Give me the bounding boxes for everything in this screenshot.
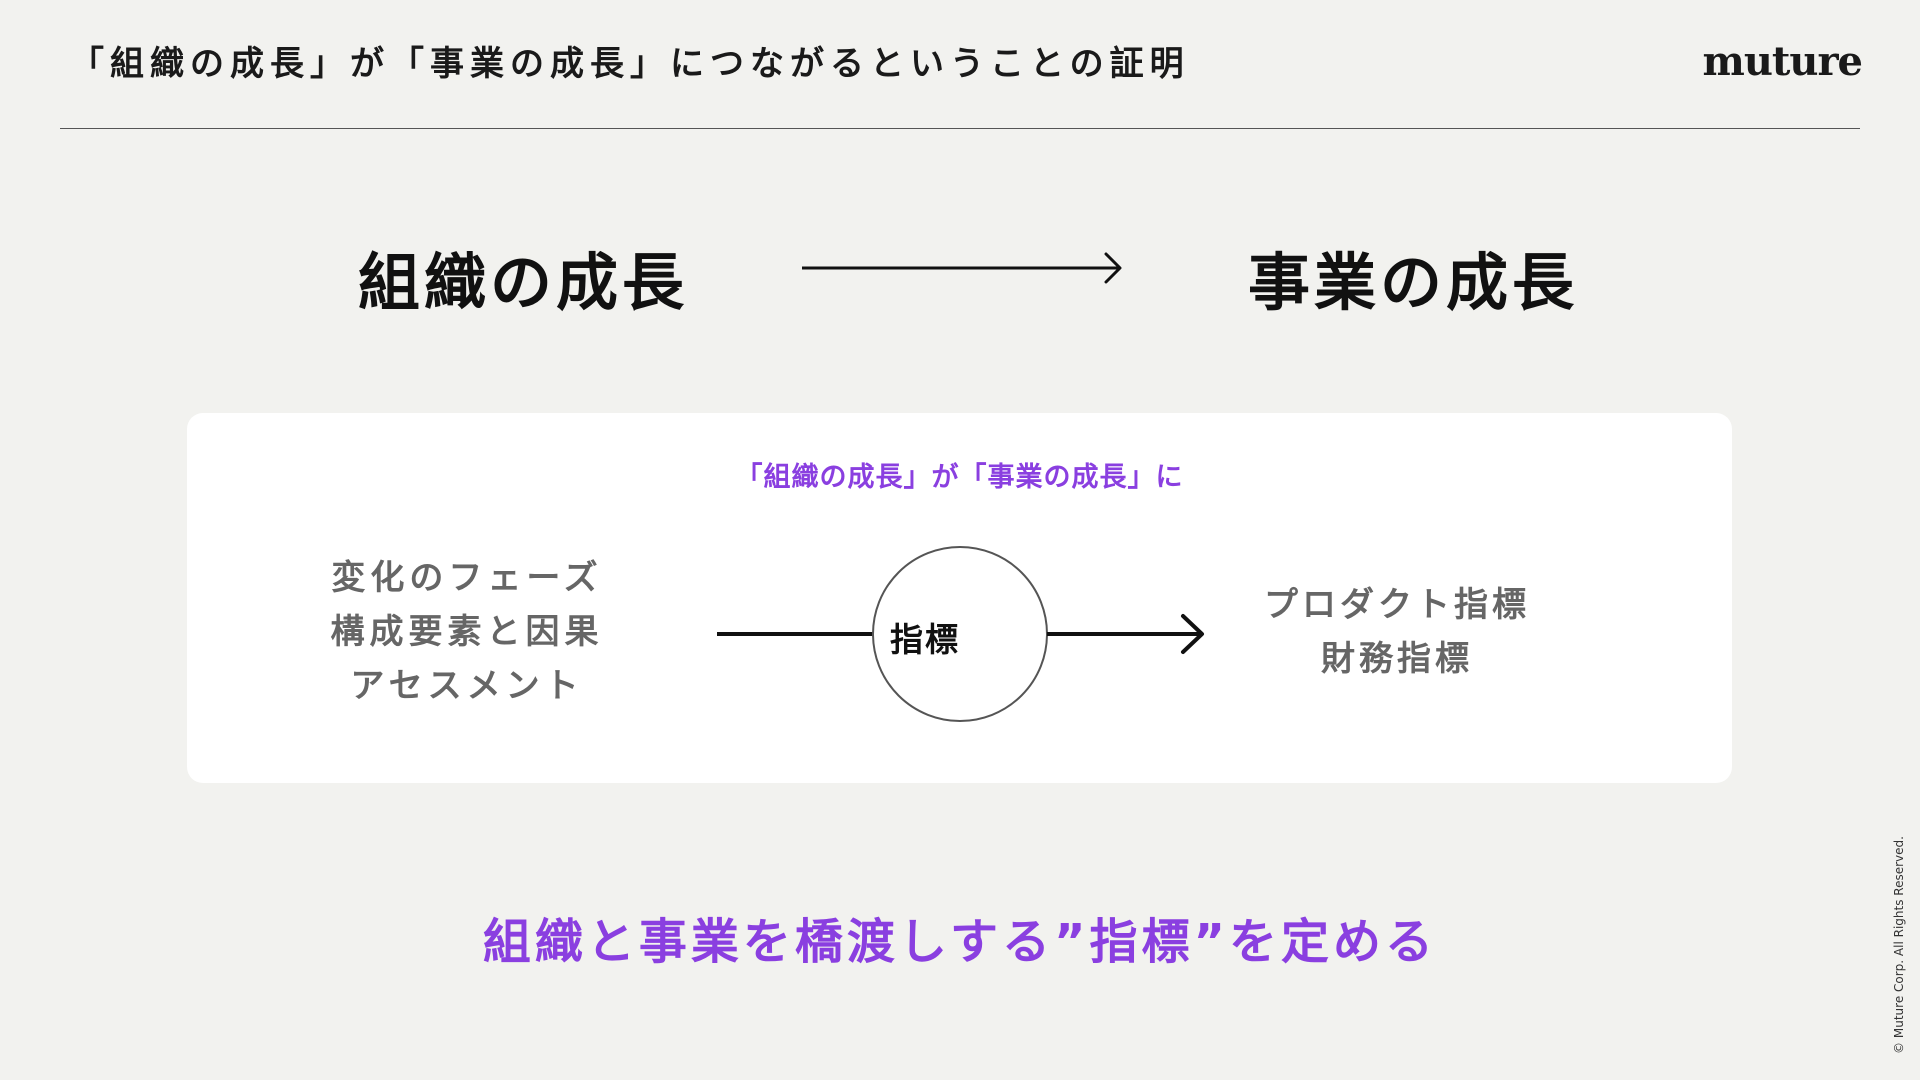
card-caption: 「組織の成長」が「事業の成長」に bbox=[735, 462, 1184, 493]
list-item: 変化のフェーズ bbox=[331, 558, 603, 598]
right-arrow-icon bbox=[802, 252, 1122, 284]
header-divider bbox=[60, 128, 1860, 129]
list-item: 財務指標 bbox=[1321, 639, 1473, 679]
arrow-head-icon bbox=[1181, 614, 1204, 654]
indicator-label: 指標 bbox=[890, 620, 960, 659]
list-item: 構成要素と因果 bbox=[330, 612, 604, 652]
business-growth-heading: 事業の成長 bbox=[1248, 246, 1579, 319]
business-metrics-list: プロダクト指標 財務指標 bbox=[1247, 578, 1547, 686]
page-title: 「組織の成長」が「事業の成長」につながるということの証明 bbox=[70, 44, 1190, 84]
tagline: 組織と事業を橋渡しする”指標”を定める bbox=[482, 914, 1438, 970]
organization-growth-heading: 組織の成長 bbox=[358, 246, 689, 319]
list-item: アセスメント bbox=[350, 666, 584, 706]
copyright-notice: © Muture Corp. All Rights Reserved. bbox=[1892, 836, 1906, 1054]
flow-diagram bbox=[717, 546, 1204, 722]
muture-logo: muture bbox=[1702, 38, 1863, 85]
list-item: プロダクト指標 bbox=[1264, 585, 1530, 625]
organization-factors-list: 変化のフェーズ 構成要素と因果 アセスメント bbox=[317, 551, 617, 713]
indicator-card: 「組織の成長」が「事業の成長」に 変化のフェーズ 構成要素と因果 アセスメント … bbox=[187, 413, 1732, 783]
